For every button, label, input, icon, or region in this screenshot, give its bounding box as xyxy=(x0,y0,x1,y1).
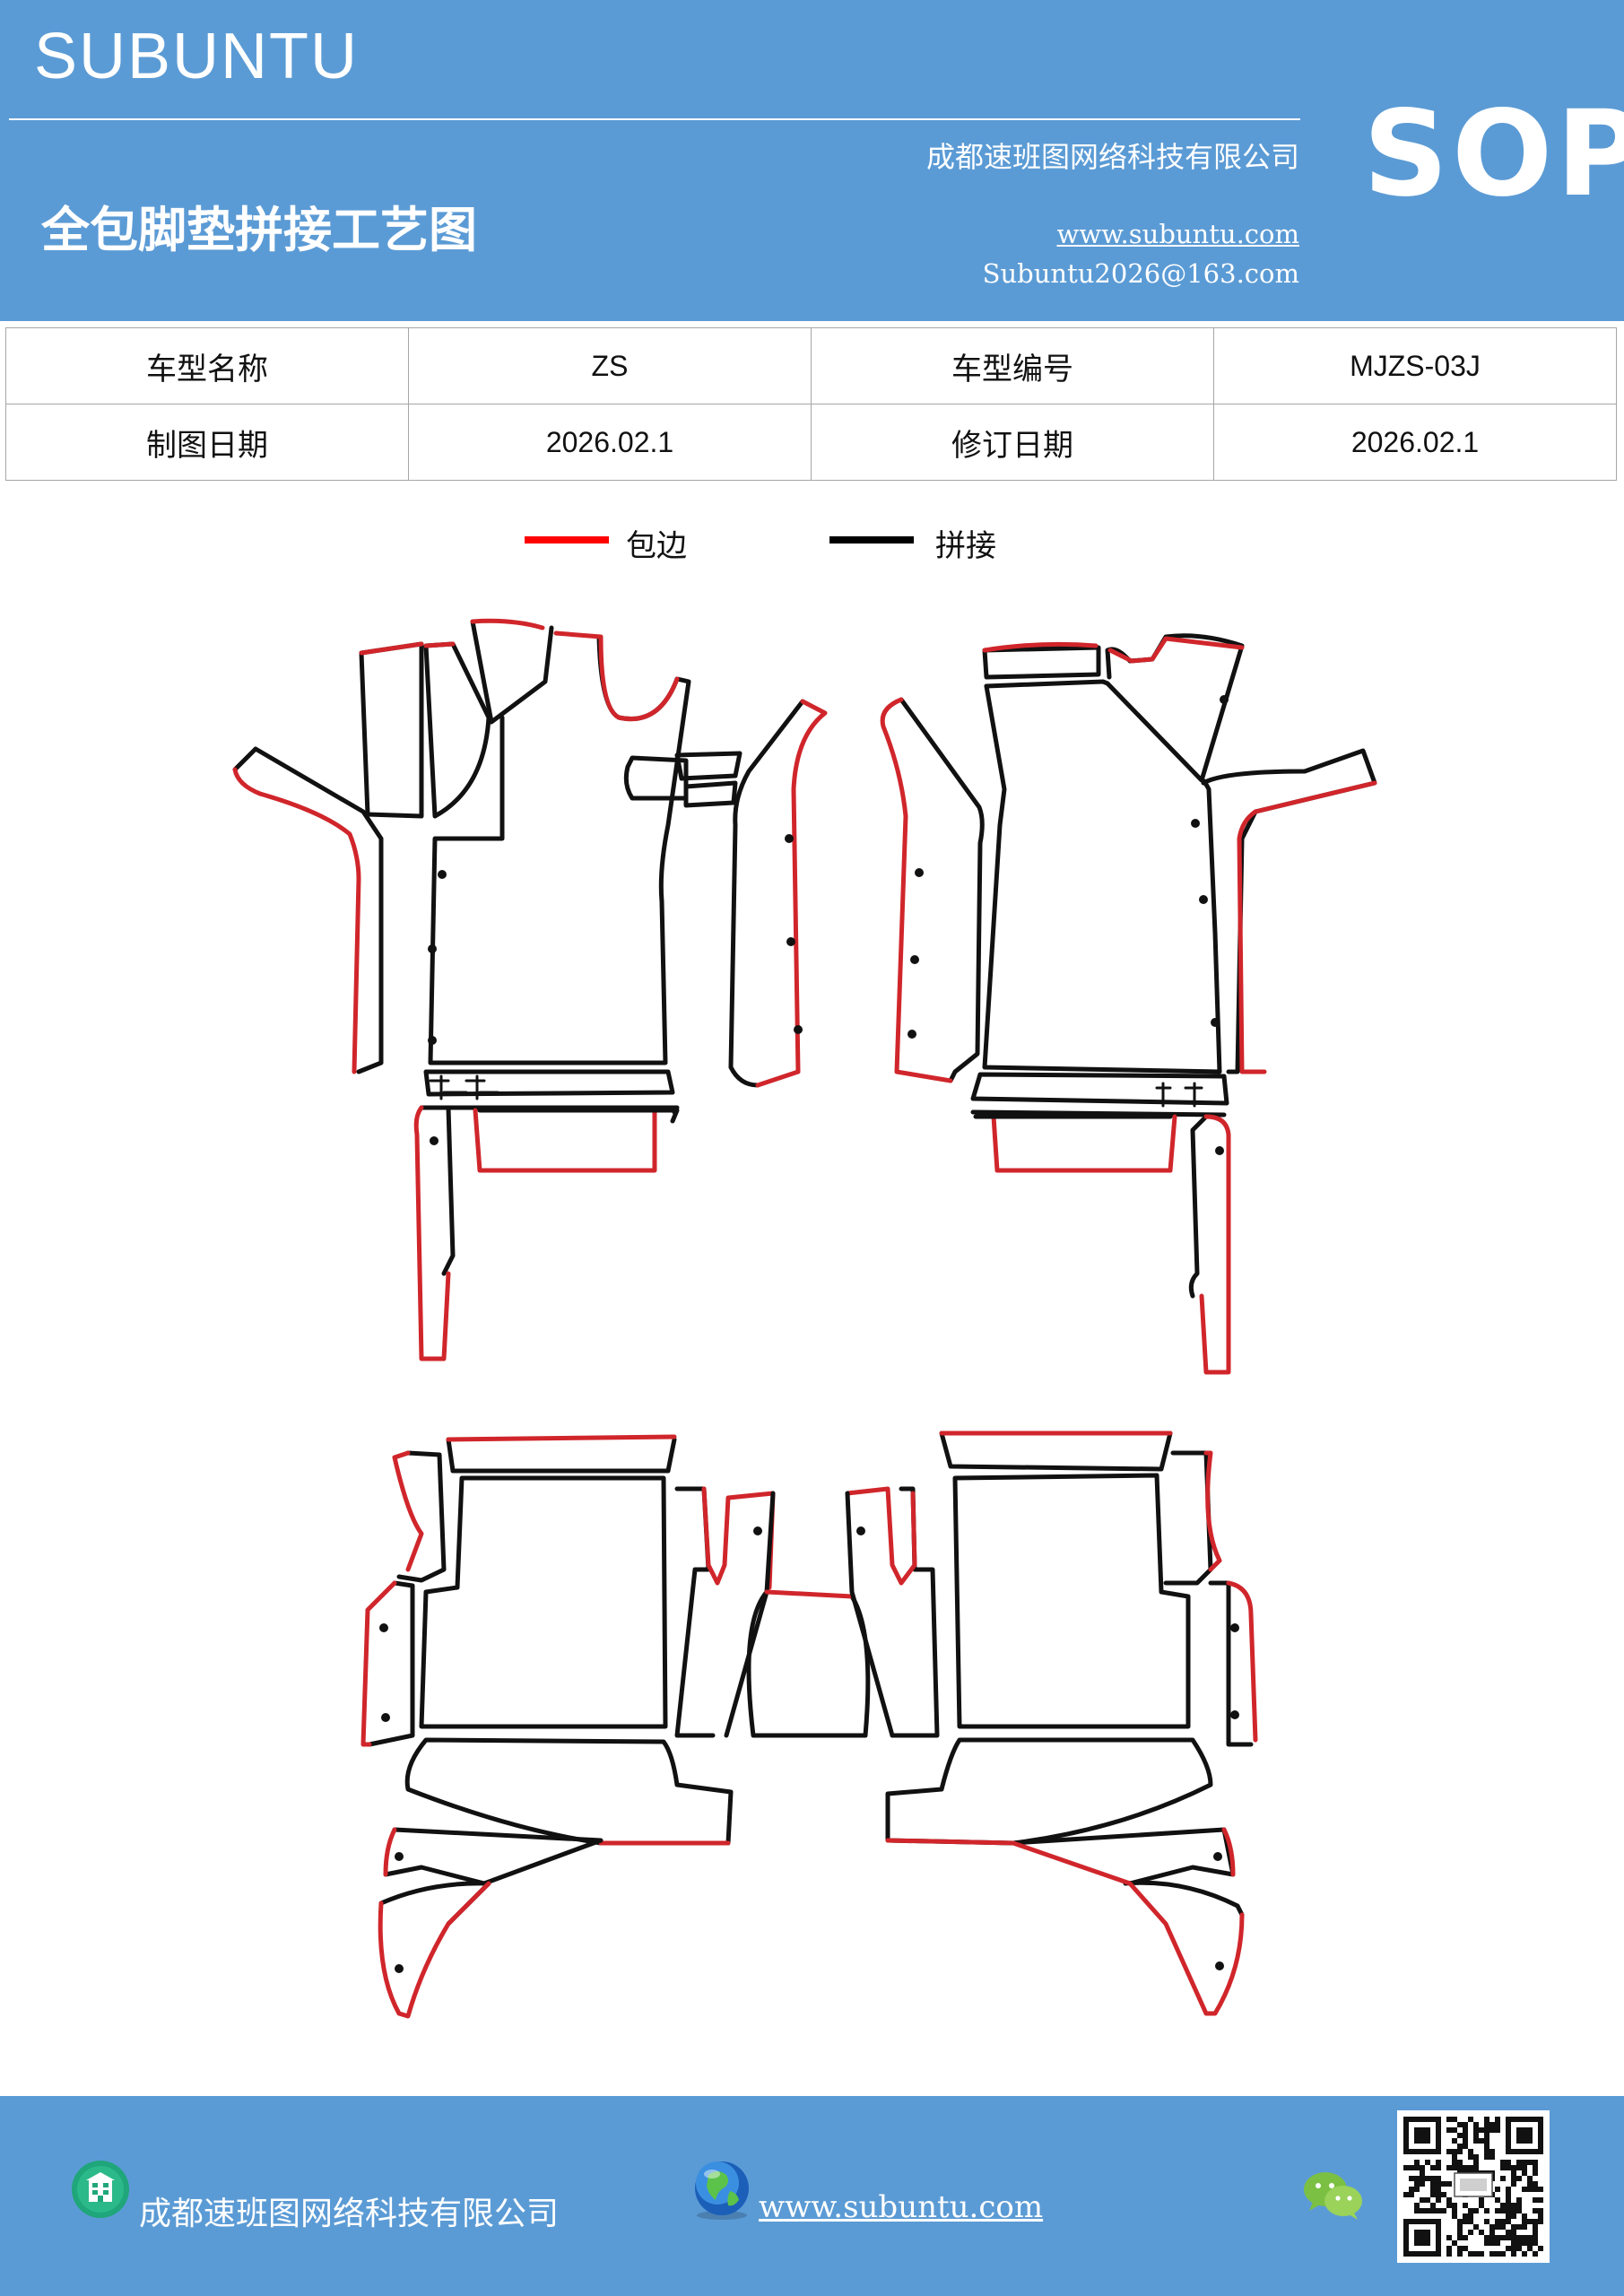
footer-company: 成都速班图网络科技有限公司 xyxy=(139,2196,560,2232)
table-row: 制图日期 2026.02.1 修订日期 2026.02.1 xyxy=(5,404,1617,481)
position-markers xyxy=(379,695,1239,1973)
label-draw-date: 制图日期 xyxy=(5,404,409,481)
legend-swatch-seam xyxy=(829,536,914,544)
value-model-code: MJZS-03J xyxy=(1213,327,1617,404)
table-row: 车型名称 ZS 车型编号 MJZS-03J xyxy=(5,327,1617,404)
qr-code xyxy=(1397,2110,1550,2263)
label-model-code: 车型编号 xyxy=(811,327,1214,404)
legend-swatch-binding xyxy=(525,536,609,544)
vehicle-info-table: 车型名称 ZS 车型编号 MJZS-03J 制图日期 2026.02.1 修订日… xyxy=(5,327,1617,481)
legend-label-binding: 包边 xyxy=(626,528,687,564)
brand-name: SUBUNTU xyxy=(34,21,360,92)
footer-website-link[interactable]: www.subuntu.com xyxy=(759,2189,1044,2225)
mat-front-left xyxy=(232,618,828,1361)
mat-front-right xyxy=(880,633,1377,1375)
value-revise-date: 2026.02.1 xyxy=(1213,404,1617,481)
value-draw-date: 2026.02.1 xyxy=(408,404,812,481)
footer-banner: 成都速班图网络科技有限公司 www.subuntu.com xyxy=(0,2096,1624,2296)
wechat-icon[interactable] xyxy=(1302,2168,1365,2222)
building-icon xyxy=(72,2161,129,2218)
header-divider xyxy=(9,118,1300,120)
mat-rear-center xyxy=(746,1589,871,1738)
header-banner: SUBUNTU SOP 成都速班图网络科技有限公司 全包脚垫拼接工艺图 www.… xyxy=(0,0,1624,321)
header-company: 成都速班图网络科技有限公司 xyxy=(925,140,1299,174)
header-website-link[interactable]: www.subuntu.com xyxy=(1056,219,1299,249)
value-model-name: ZS xyxy=(408,327,812,404)
header-email: Subuntu2026@163.com xyxy=(982,258,1299,289)
document-title: 全包脚垫拼接工艺图 xyxy=(41,201,477,258)
label-revise-date: 修订日期 xyxy=(811,404,1214,481)
legend-label-seam: 拼接 xyxy=(935,528,996,564)
mat-rear-right xyxy=(845,1431,1258,2016)
globe-icon xyxy=(695,2161,749,2220)
legend: 包边 拼接 xyxy=(0,520,1624,574)
sop-badge: SOP xyxy=(1363,85,1624,223)
label-model-name: 车型名称 xyxy=(5,327,409,404)
mat-rear-left xyxy=(360,1434,776,2019)
